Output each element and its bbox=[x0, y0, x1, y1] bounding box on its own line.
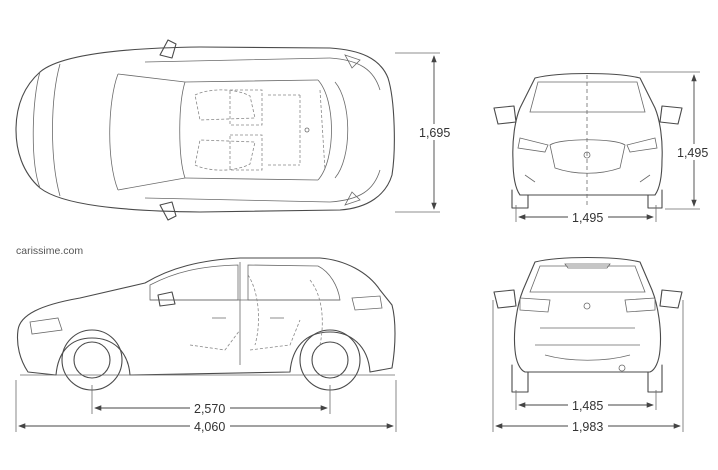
height-front-label: 1,495 bbox=[677, 146, 708, 160]
front-view-car bbox=[493, 72, 683, 209]
wheelbase-label: 2,570 bbox=[194, 402, 225, 416]
width-dimension-top: 1,695 bbox=[395, 52, 451, 213]
watermark: carissime.com bbox=[16, 245, 83, 257]
track-front-dimension: 1,495 bbox=[515, 205, 657, 225]
width-mirrors-dimension: 1,983 bbox=[492, 300, 684, 434]
wheelbase-dimension: 2,570 bbox=[91, 385, 331, 416]
width-top-label: 1,695 bbox=[419, 126, 450, 140]
height-dimension-front: 1,495 bbox=[640, 71, 713, 210]
width-mirrors-label: 1,983 bbox=[572, 420, 603, 434]
length-label: 4,060 bbox=[194, 420, 225, 434]
track-rear-label: 1,485 bbox=[572, 399, 603, 413]
track-rear-dimension: 1,485 bbox=[515, 390, 657, 413]
length-dimension: 4,060 bbox=[15, 380, 397, 434]
top-view-car bbox=[15, 39, 395, 221]
track-front-label: 1,495 bbox=[572, 211, 603, 225]
side-view-car bbox=[16, 257, 396, 391]
rear-view-car bbox=[493, 256, 683, 393]
